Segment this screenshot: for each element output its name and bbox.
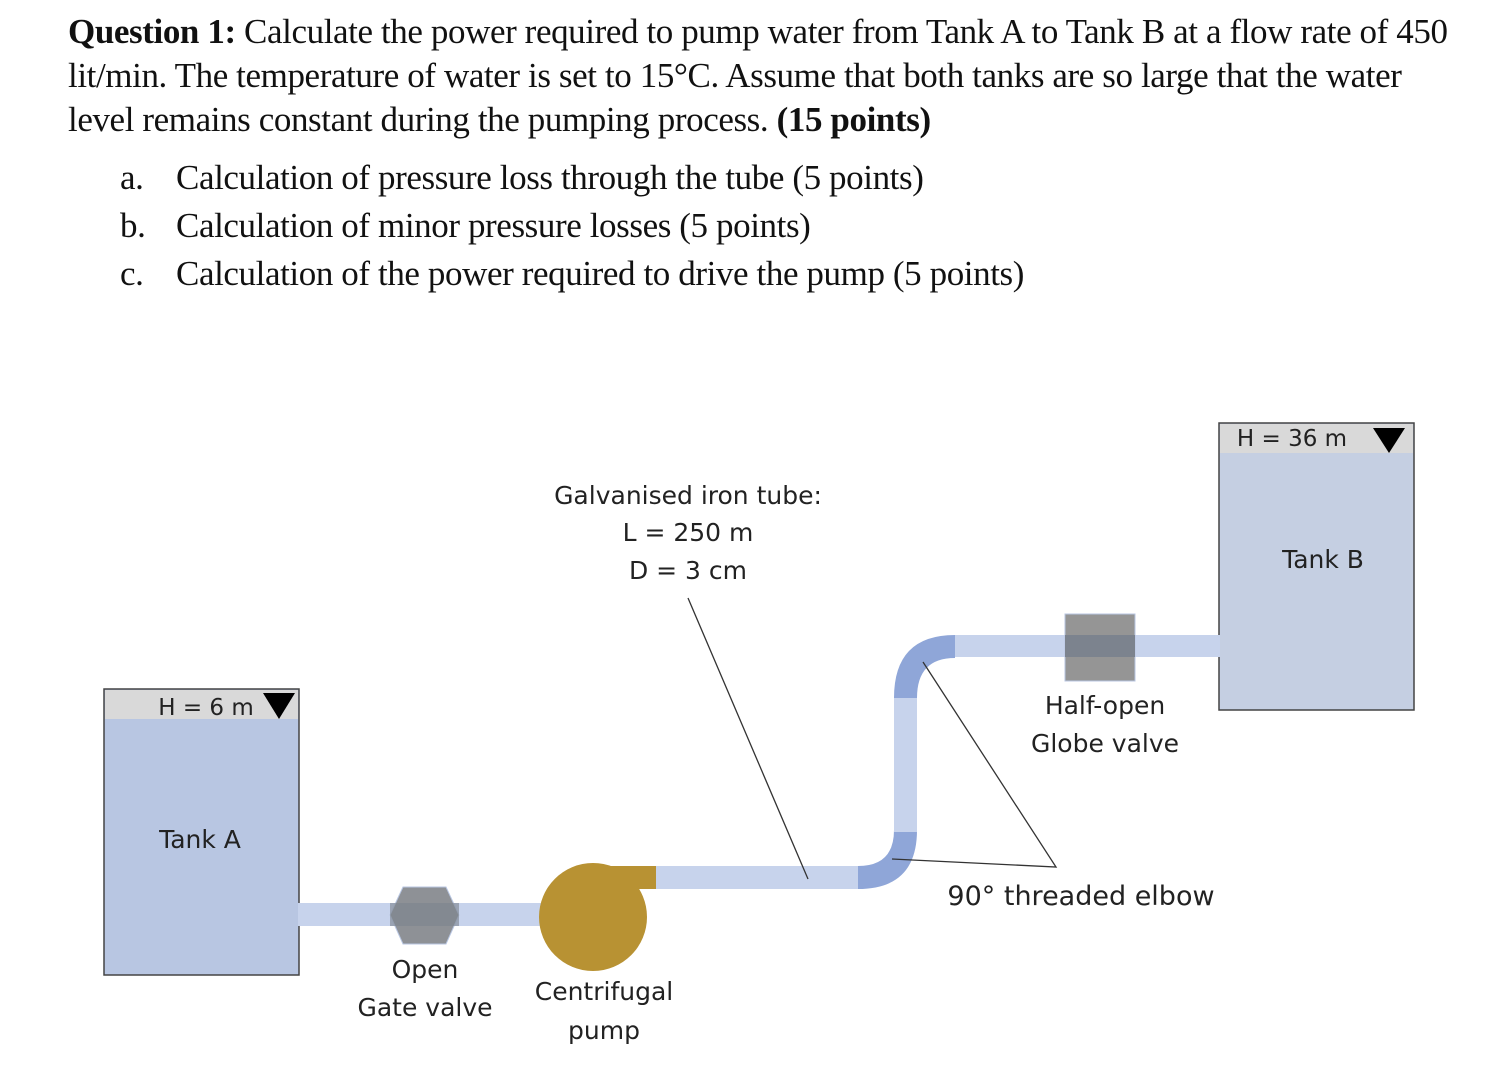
tank-a-level: H = 6 m bbox=[158, 695, 254, 721]
tube-leader-line bbox=[687, 597, 809, 880]
elbow-label: 90° threaded elbow bbox=[947, 881, 1214, 912]
tank-b-level: H = 36 m bbox=[1237, 426, 1347, 452]
tank-b-label: Tank B bbox=[1281, 545, 1364, 574]
pipe-segment bbox=[894, 696, 917, 832]
water-level-icon bbox=[1373, 428, 1405, 453]
tube-diameter: D = 3 cm bbox=[629, 556, 747, 585]
elbow-upper bbox=[894, 635, 955, 698]
pipe-segment bbox=[655, 866, 860, 889]
pump-label-1: Centrifugal bbox=[535, 977, 674, 1006]
elbow-leader-lines bbox=[891, 661, 1058, 868]
pipe-network bbox=[298, 635, 1220, 926]
water-level-icon bbox=[263, 693, 295, 719]
question-text: Question 1: Calculate the power required… bbox=[68, 10, 1448, 142]
subitem-c: c.Calculation of the power required to d… bbox=[120, 254, 1025, 293]
gate-valve-label-1: Open bbox=[392, 955, 459, 984]
tank-b: H = 36 m Tank B bbox=[1218, 422, 1415, 711]
tank-a: H = 6 m Tank A bbox=[103, 688, 300, 976]
centrifugal-pump-icon bbox=[539, 863, 656, 971]
subitem-list: a.Calculation of pressure loss through t… bbox=[120, 154, 1024, 298]
elbow-lower bbox=[858, 830, 917, 889]
question-body: Calculate the power required to pump wat… bbox=[68, 12, 1448, 139]
question-label: Question 1: bbox=[68, 12, 236, 51]
subitem-b: b.Calculation of minor pressure losses (… bbox=[120, 206, 811, 245]
pump-label-2: pump bbox=[568, 1016, 640, 1045]
globe-valve-label-1: Half-open bbox=[1045, 691, 1165, 720]
gate-valve-label-2: Gate valve bbox=[357, 993, 492, 1022]
tank-a-label: Tank A bbox=[158, 825, 241, 854]
question-points: (15 points) bbox=[776, 100, 931, 139]
tube-length: L = 250 m bbox=[623, 518, 754, 547]
tube-title: Galvanised iron tube: bbox=[554, 481, 822, 510]
globe-valve-label-2: Globe valve bbox=[1031, 729, 1179, 758]
subitem-a: a.Calculation of pressure loss through t… bbox=[120, 158, 924, 197]
